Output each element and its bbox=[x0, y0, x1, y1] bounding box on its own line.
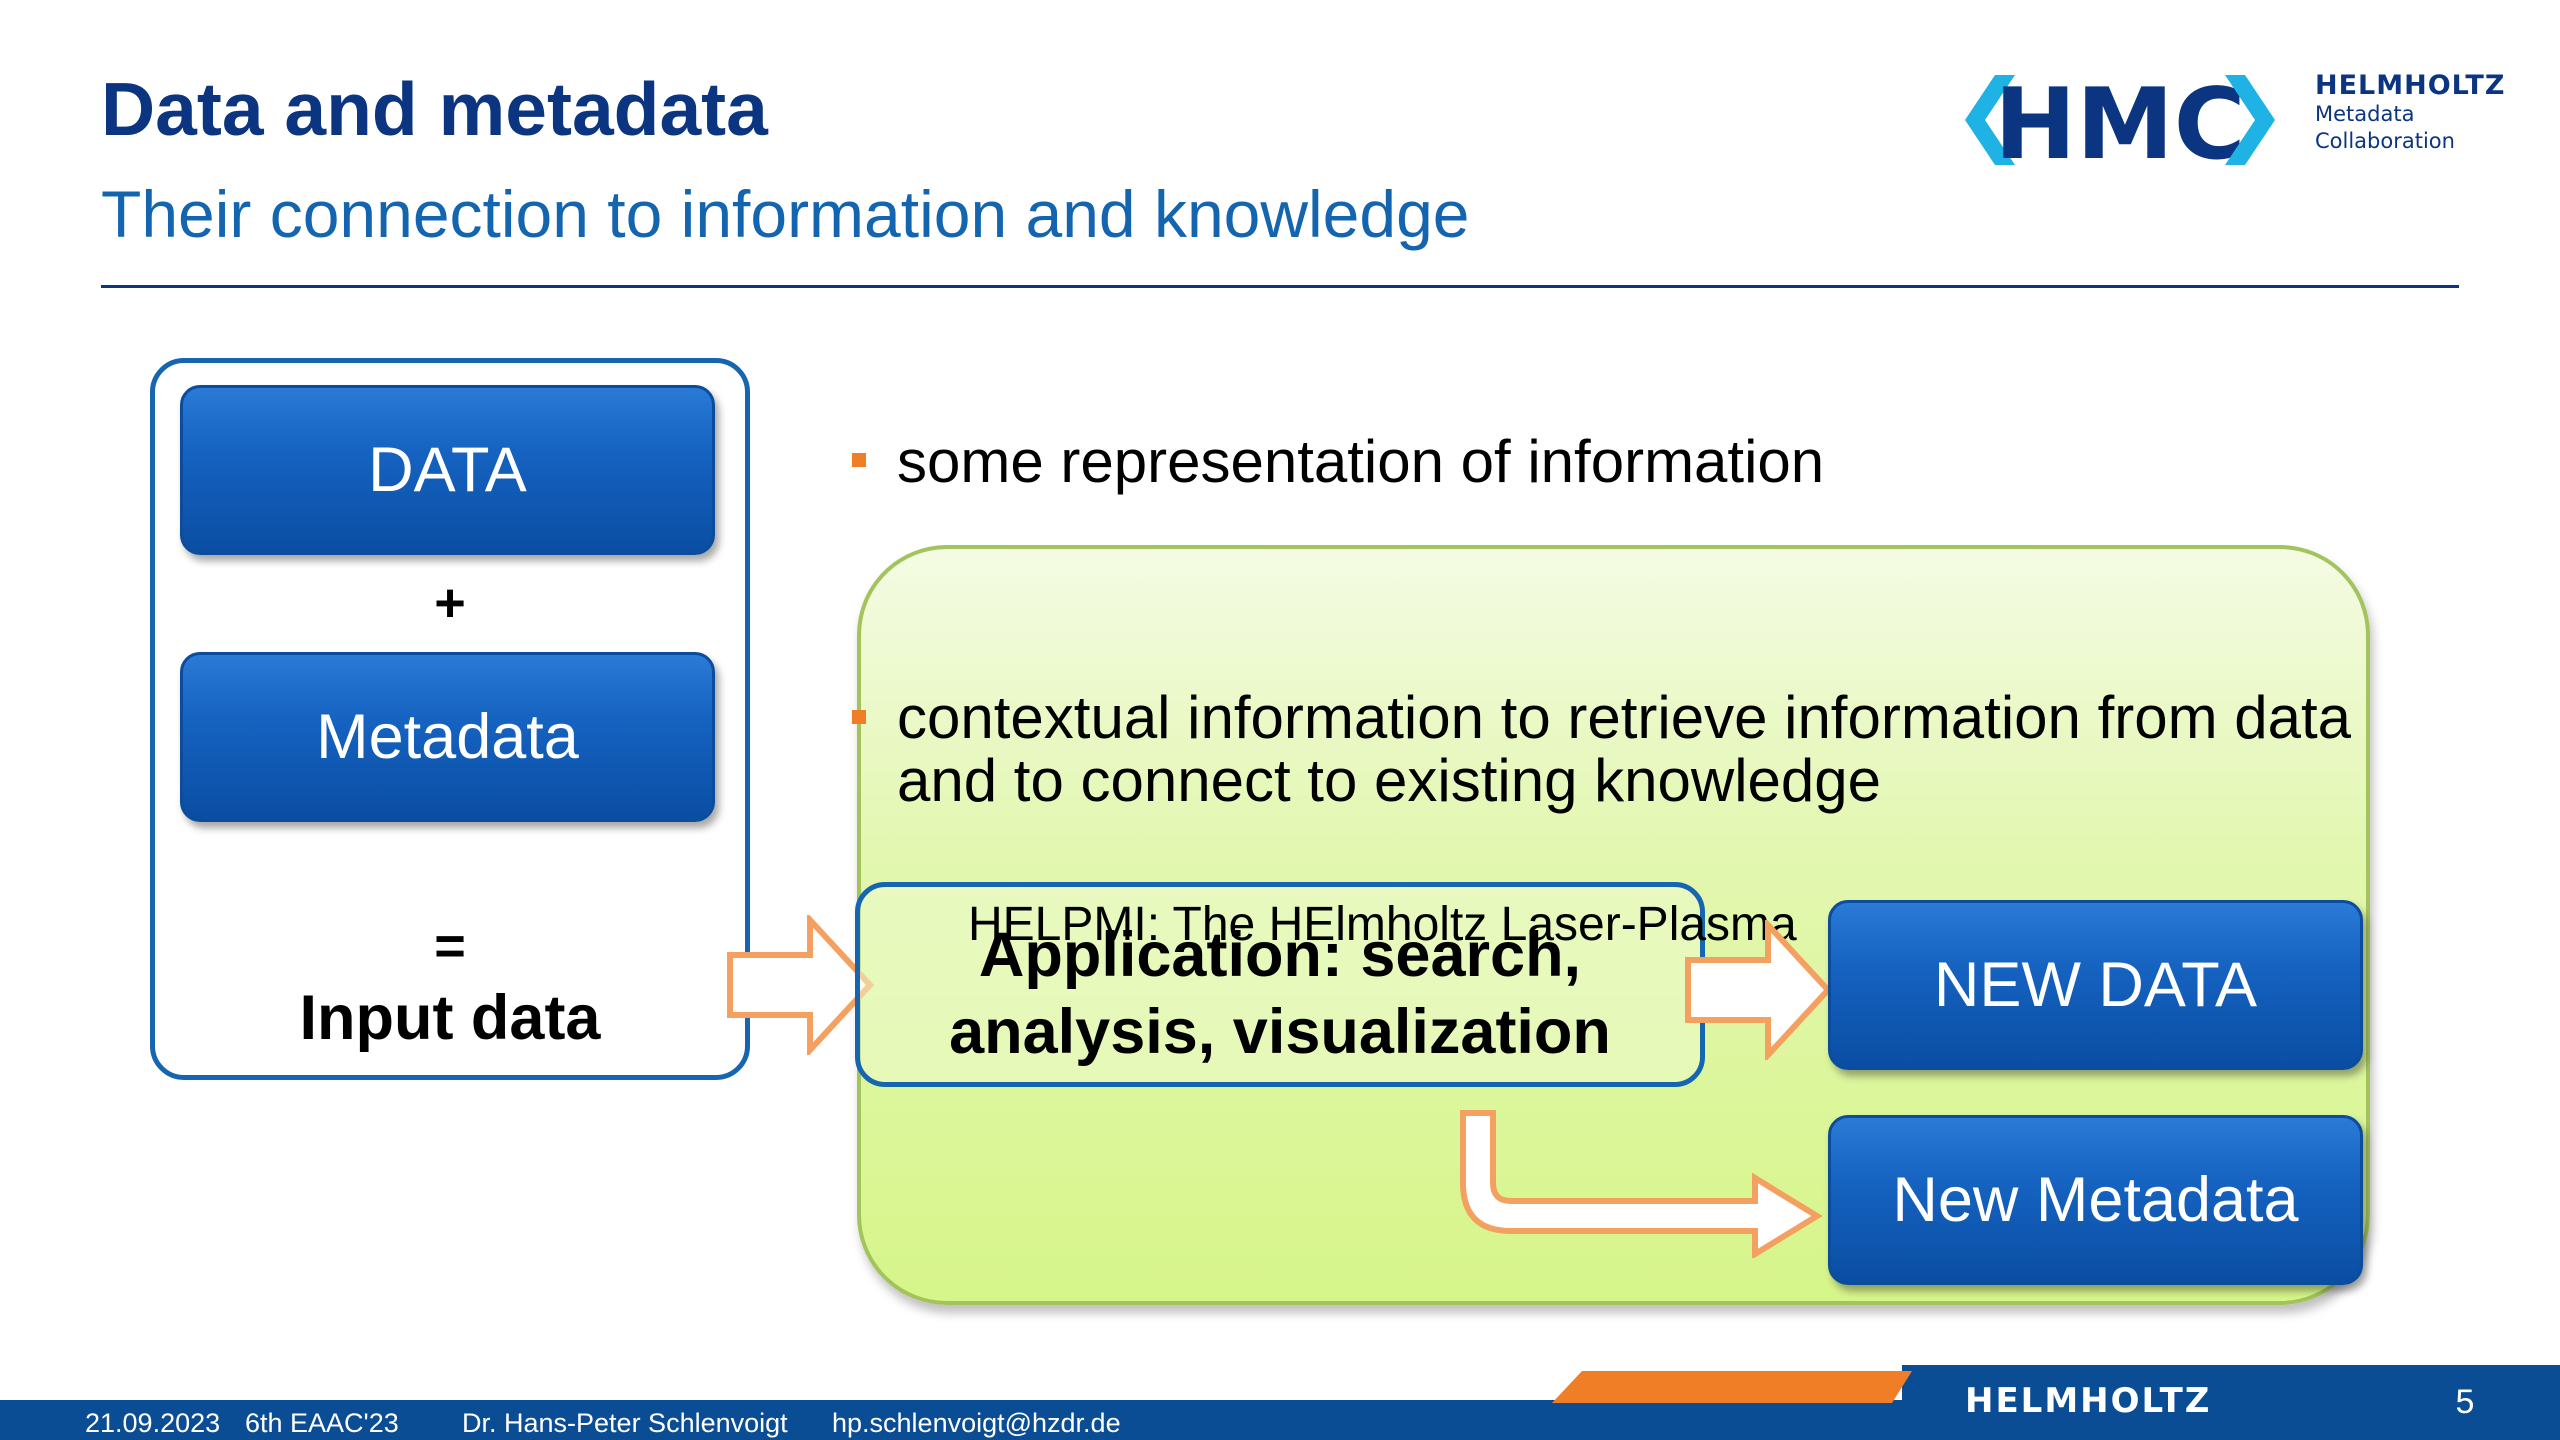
plus-sign: + bbox=[434, 573, 466, 633]
input-data-label: Input data bbox=[299, 983, 601, 1053]
new-metadata-box: New Metadata bbox=[1828, 1115, 2363, 1285]
logo-line-2: Collaboration bbox=[2315, 129, 2455, 153]
slide-subtitle: Their connection to information and know… bbox=[101, 177, 1470, 251]
application-overlap-text: HELPMI: The HElmholtz Laser-Plasma bbox=[968, 898, 1797, 951]
bullet-text-2: contextual information to retrieve infor… bbox=[897, 684, 2352, 814]
bullet-text-1: some representation of information bbox=[897, 428, 1825, 495]
new-data-box: NEW DATA bbox=[1828, 900, 2363, 1070]
hmc-logo-text: HMC bbox=[1994, 70, 2245, 170]
bullet-marker-2 bbox=[852, 710, 866, 724]
logo-line-1: Metadata bbox=[2315, 102, 2415, 126]
footer-orange-stripe bbox=[1552, 1371, 1912, 1403]
hmc-logo-mark: HMC bbox=[1965, 70, 2275, 170]
hmc-logo: HMC HELMHOLTZ Metadata Collaboration bbox=[1955, 70, 2504, 170]
bullet-marker-1 bbox=[852, 453, 866, 467]
right-arrow-icon bbox=[727, 915, 875, 1055]
logo-wordmark: HELMHOLTZ Metadata Collaboration bbox=[2315, 70, 2515, 155]
footer-email[interactable]: hp.schlenvoigt@hzdr.de bbox=[832, 1408, 1121, 1438]
slide-title: Data and metadata bbox=[101, 67, 768, 151]
logo-brand: HELMHOLTZ bbox=[2315, 70, 2506, 101]
bent-arrow-icon bbox=[1460, 1110, 1823, 1258]
application-label: Application: search, analysis, visualiza… bbox=[949, 920, 1611, 1067]
equals-sign: = bbox=[434, 916, 466, 976]
metadata-box: Metadata bbox=[180, 652, 715, 822]
title-divider bbox=[101, 285, 2459, 288]
page-number: 5 bbox=[2455, 1383, 2475, 1421]
footer-date: 21.09.2023 bbox=[85, 1408, 221, 1438]
application-box bbox=[855, 882, 1705, 1087]
footer-brand: HELMHOLTZ bbox=[1965, 1381, 2212, 1421]
data-box: DATA bbox=[180, 385, 715, 555]
footer-author: Dr. Hans-Peter Schlenvoigt bbox=[462, 1408, 788, 1438]
footer-accent bbox=[1902, 1365, 2560, 1440]
right-arrow-icon bbox=[1685, 920, 1833, 1060]
footer-event: 6th EAAC'23 bbox=[245, 1408, 399, 1438]
